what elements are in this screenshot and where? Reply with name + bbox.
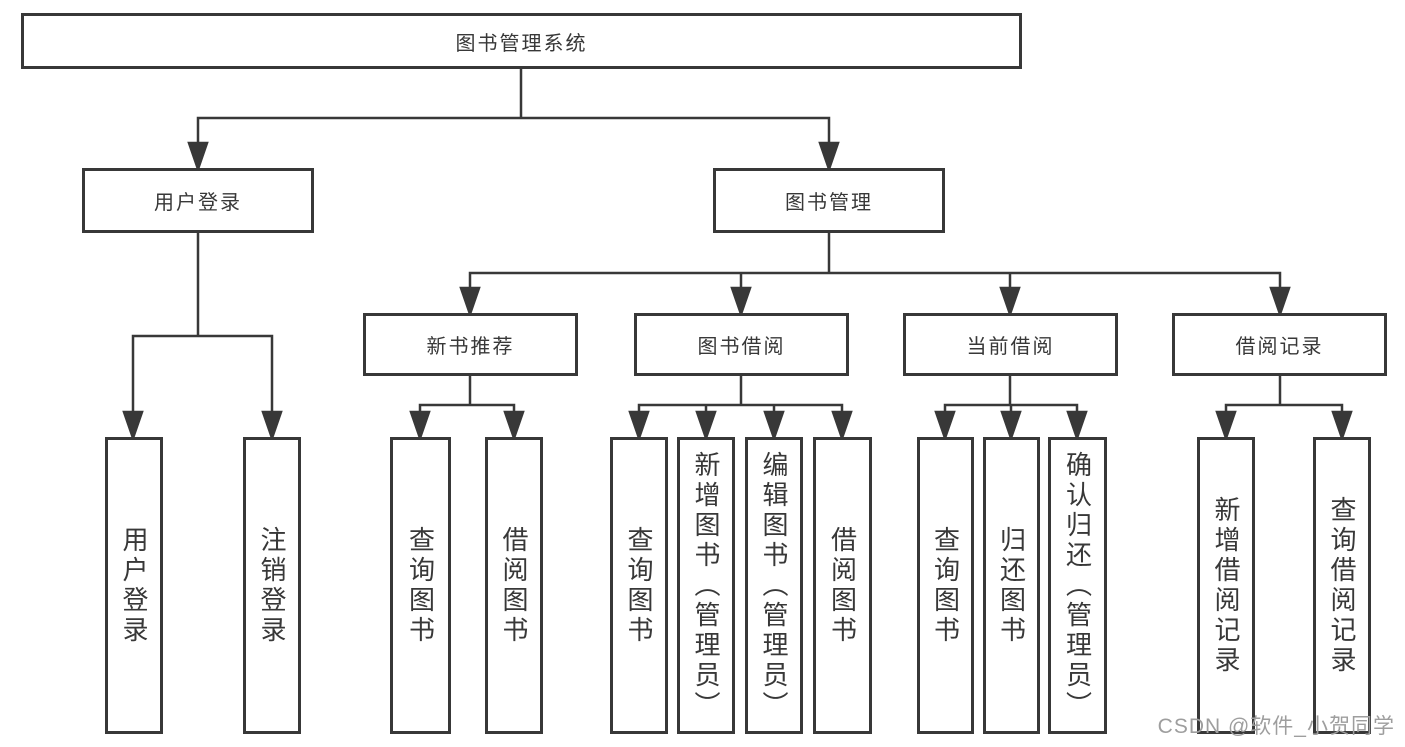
leaf-borrow-books-recommend-label: 借阅图书 [499,525,529,646]
connector-root-to-level2 [187,67,840,173]
connector-book-borrowing-to-leaves [628,374,853,442]
leaf-return-books: 归还图书 [983,437,1040,734]
leaf-confirm-return-admin-label: 确认归还（管理员） [1062,450,1093,721]
leaf-add-book-admin-label: 新增图书（管理员） [691,450,721,721]
leaf-edit-book-admin: 编辑图书（管理员） [745,437,803,734]
leaf-borrow-books-recommend: 借阅图书 [485,437,543,734]
leaf-logout-label: 注销登录 [257,525,287,646]
leaf-logout: 注销登录 [243,437,301,734]
leaf-borrow-books-borrowing-label: 借阅图书 [827,525,858,646]
leaf-confirm-return-admin: 确认归还（管理员） [1048,437,1107,734]
connector-current-borrowing-to-leaves [934,374,1088,442]
leaf-query-books-current-label: 查询图书 [930,525,961,646]
node-user-login: 用户登录 [82,168,314,233]
node-new-book-recommend-label: 新书推荐 [426,336,515,358]
connector-borrow-records-to-leaves [1215,374,1353,442]
leaf-query-borrow-record-label: 查询借阅记录 [1327,495,1357,676]
node-book-borrowing-label: 图书借阅 [697,336,786,358]
connector-book-management-to-level3 [459,231,1291,318]
leaf-add-borrow-record: 新增借阅记录 [1197,437,1255,734]
node-book-management-label: 图书管理 [785,192,873,214]
node-book-management: 图书管理 [713,168,945,233]
leaf-return-books-label: 归还图书 [996,525,1027,646]
csdn-watermark: CSDN @软件_小贺同学 [1157,715,1395,738]
node-current-borrowing: 当前借阅 [903,313,1118,376]
leaf-query-books-recommend: 查询图书 [390,437,451,734]
leaf-query-books-current: 查询图书 [917,437,974,734]
connector-user-login-to-leaves [122,231,283,442]
node-root-label: 图书管理系统 [455,32,588,55]
leaf-query-books-borrowing: 查询图书 [610,437,668,734]
leaf-add-borrow-record-label: 新增借阅记录 [1211,495,1241,676]
leaf-add-book-admin: 新增图书（管理员） [677,437,735,734]
leaf-borrow-books-borrowing: 借阅图书 [813,437,872,734]
node-user-login-label: 用户登录 [154,192,242,214]
leaf-query-books-recommend-label: 查询图书 [405,525,436,646]
leaf-user-login: 用户登录 [105,437,163,734]
node-borrow-records: 借阅记录 [1172,313,1387,376]
leaf-edit-book-admin-label: 编辑图书（管理员） [759,450,789,721]
leaf-query-books-borrowing-label: 查询图书 [624,525,654,646]
leaf-query-borrow-record: 查询借阅记录 [1313,437,1371,734]
node-borrow-records-label: 借阅记录 [1235,336,1324,358]
leaf-user-login-label: 用户登录 [119,525,149,646]
node-current-borrowing-label: 当前借阅 [966,336,1055,358]
node-book-borrowing: 图书借阅 [634,313,849,376]
connector-new-book-recommend-to-leaves [409,374,525,442]
node-root: 图书管理系统 [21,13,1022,69]
node-new-book-recommend: 新书推荐 [363,313,578,376]
